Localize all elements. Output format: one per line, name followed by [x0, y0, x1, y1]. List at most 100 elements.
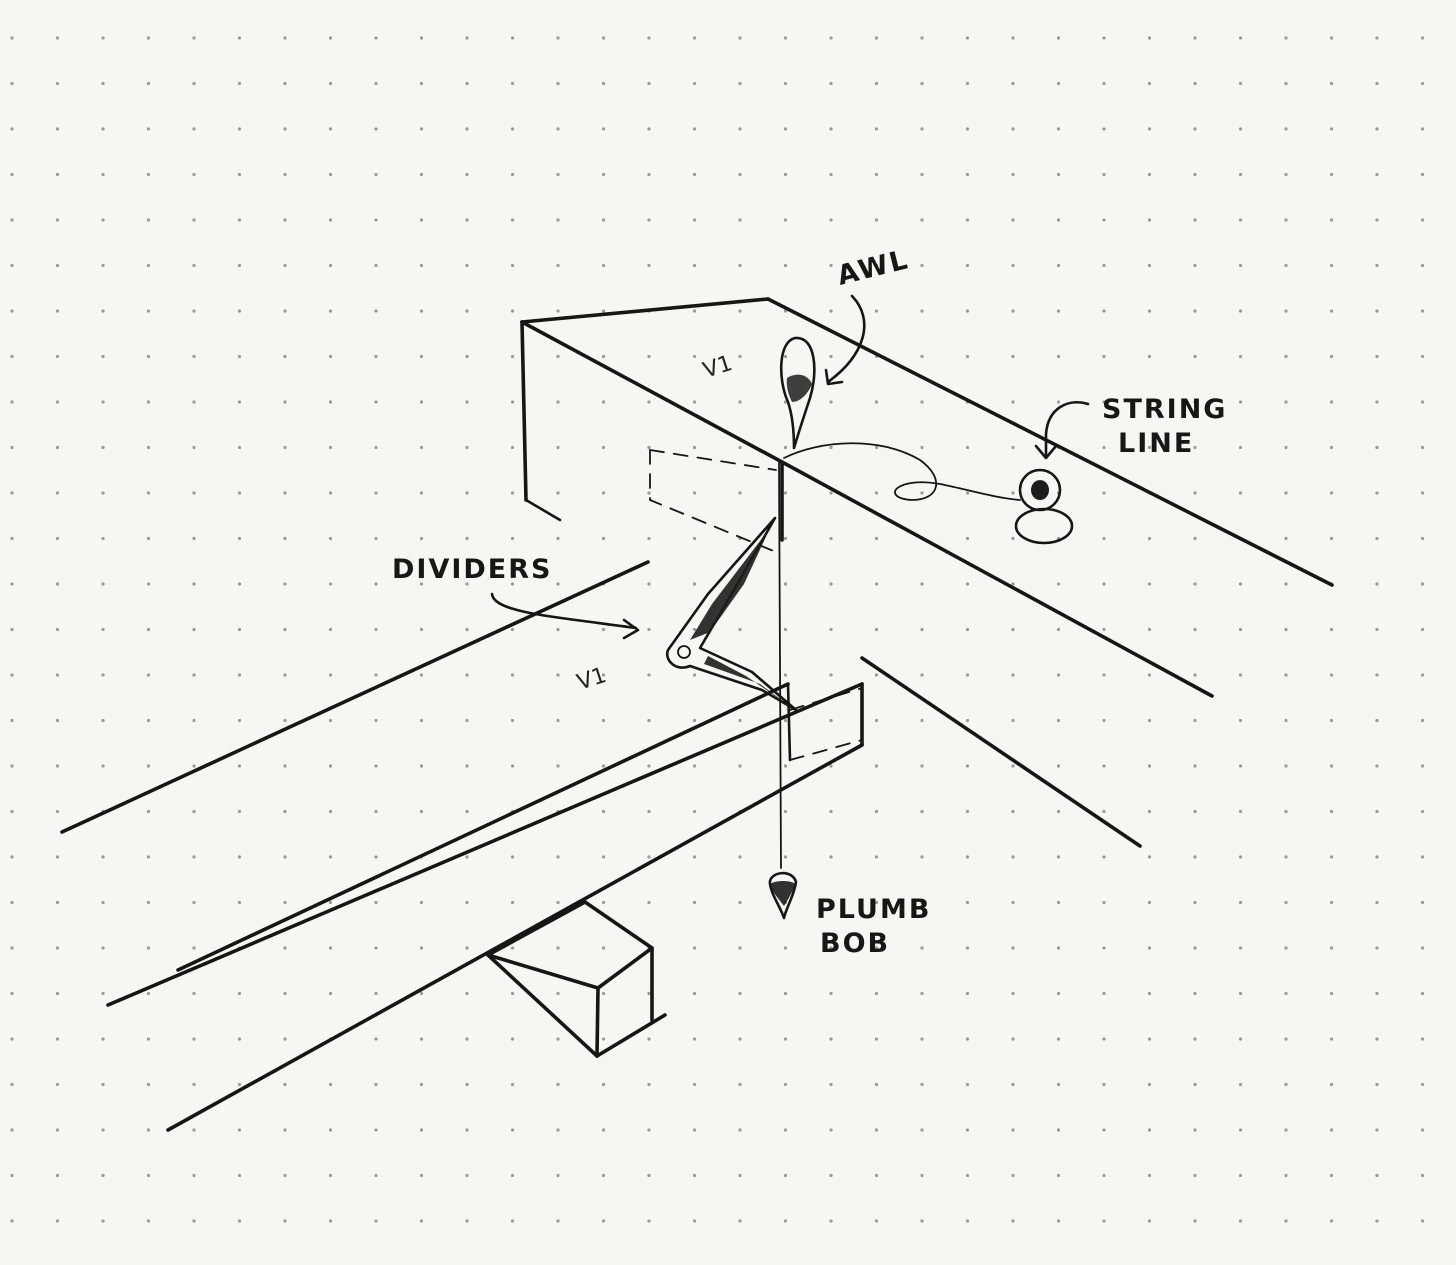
- grid-dot: [465, 1082, 469, 1087]
- grid-dot: [328, 218, 333, 222]
- grid-dot: [1011, 673, 1015, 677]
- grid-dot: [1102, 946, 1106, 950]
- grid-dot: [146, 491, 151, 495]
- grid-dot: [1238, 946, 1243, 950]
- grid-dot: [10, 263, 14, 268]
- grid-dot: [465, 400, 469, 404]
- grid-dot: [237, 764, 242, 768]
- grid-dot: [1420, 582, 1425, 586]
- grid-dot: [1329, 400, 1334, 404]
- grid-dot: [1011, 900, 1015, 905]
- grid-dot: [146, 1082, 151, 1087]
- grid-dot: [101, 445, 105, 450]
- grid-dot: [374, 764, 378, 768]
- grid-dot: [510, 309, 515, 313]
- grid-dot: [556, 946, 560, 950]
- grid-dot: [1420, 309, 1425, 313]
- grid-dot: [1102, 491, 1106, 495]
- grid-dot: [1056, 900, 1061, 905]
- grid-dot: [1056, 1037, 1061, 1041]
- grid-dot: [965, 627, 970, 632]
- grid-dot: [1193, 764, 1197, 768]
- grid-dot: [1102, 354, 1106, 359]
- grid-dot: [237, 354, 242, 359]
- grid-dot: [192, 81, 196, 86]
- grid-dot: [783, 536, 788, 541]
- grid-dot: [920, 1082, 924, 1087]
- grid-dot: [1056, 309, 1061, 313]
- grid-dot: [1284, 991, 1288, 996]
- grid-dot: [1284, 855, 1288, 859]
- grid-dot: [1102, 536, 1106, 541]
- grid-dot: [101, 582, 105, 586]
- grid-dot: [1147, 218, 1152, 222]
- grid-dot: [55, 81, 60, 86]
- grid-dot: [738, 718, 742, 723]
- grid-dot: [1329, 81, 1334, 86]
- grid-dot: [101, 946, 105, 950]
- grid-dot: [192, 627, 196, 632]
- grid-dot: [1329, 1219, 1334, 1223]
- grid-dot: [374, 1037, 378, 1041]
- grid-dot: [465, 127, 469, 131]
- grid-dot: [920, 127, 924, 131]
- grid-dot: [192, 36, 196, 40]
- grid-dot: [283, 582, 287, 586]
- grid-dot: [1193, 445, 1197, 450]
- grid-dot: [692, 1219, 697, 1223]
- grid-dot: [1147, 1173, 1152, 1178]
- grid-dot: [1420, 809, 1425, 814]
- grid-dot: [647, 445, 651, 450]
- grid-dot: [601, 1037, 606, 1041]
- grid-dot: [692, 627, 697, 632]
- grid-dot: [920, 991, 924, 996]
- grid-dot: [510, 1082, 515, 1087]
- grid-dot: [783, 855, 788, 859]
- grid-dot: [783, 81, 788, 86]
- grid-dot: [101, 354, 105, 359]
- grid-dot: [1375, 536, 1379, 541]
- grid-dot: [692, 263, 697, 268]
- grid-dot: [1102, 445, 1106, 450]
- grid-dot: [419, 1173, 424, 1178]
- grid-dot: [55, 1219, 60, 1223]
- grid-dot: [1238, 809, 1243, 814]
- grid-dot: [738, 1037, 742, 1041]
- grid-dot: [692, 991, 697, 996]
- grid-dot: [738, 36, 742, 40]
- grid-dot: [965, 718, 970, 723]
- grid-dot: [1011, 445, 1015, 450]
- grid-dot: [283, 309, 287, 313]
- grid-dot: [419, 1082, 424, 1087]
- grid-dot: [829, 36, 833, 40]
- grid-dot: [920, 1219, 924, 1223]
- grid-dot: [328, 263, 333, 268]
- grid-dot: [374, 900, 378, 905]
- grid-dot: [101, 1173, 105, 1178]
- grid-dot: [965, 1037, 970, 1041]
- grid-dot: [1375, 582, 1379, 586]
- grid-dot: [1056, 582, 1061, 586]
- grid-dot: [510, 673, 515, 677]
- grid-dot: [1193, 127, 1197, 131]
- grid-dot: [1147, 309, 1152, 313]
- grid-dot: [10, 309, 14, 313]
- grid-dot: [237, 491, 242, 495]
- grid-dot: [328, 991, 333, 996]
- grid-dot: [692, 354, 697, 359]
- grid-dot: [920, 400, 924, 404]
- grid-dot: [1011, 536, 1015, 541]
- grid-dot: [510, 36, 515, 40]
- grid-dot: [1147, 764, 1152, 768]
- grid-dot: [601, 991, 606, 996]
- grid-dot: [1147, 946, 1152, 950]
- grid-dot: [601, 491, 606, 495]
- grid-dot: [601, 36, 606, 40]
- grid-dot: [283, 1037, 287, 1041]
- grid-dot: [1056, 946, 1061, 950]
- grid-dot: [1011, 582, 1015, 586]
- grid-dot: [1420, 764, 1425, 768]
- grid-dot: [146, 582, 151, 586]
- grid-dot: [328, 627, 333, 632]
- grid-dot: [328, 855, 333, 859]
